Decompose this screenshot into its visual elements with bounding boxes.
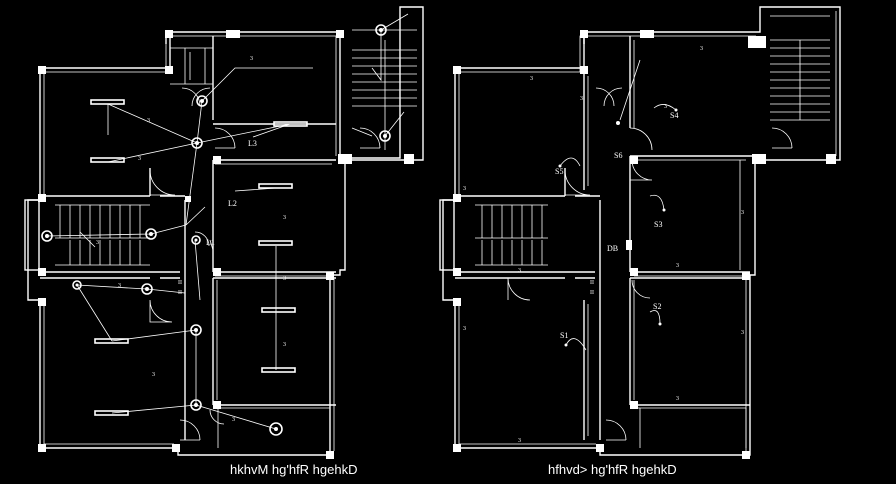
label-l1: L1: [206, 238, 215, 247]
lighting-plan: L3 L2 L1 II II 3 3 3 3 3 3 3 3 3 3 hkhvM…: [24, 6, 424, 477]
label-s1: S1: [560, 331, 568, 340]
label-s5: S5: [555, 167, 563, 176]
wire-count-3: 3: [118, 283, 121, 289]
wire-count-3: 3: [283, 276, 286, 282]
power-plan-switches: [558, 59, 678, 351]
label-ii-lower: II: [178, 290, 182, 296]
wire-count-3: 3: [152, 372, 155, 378]
power-plan-labels: S1 S2 S3 S4 S5 S6 DB II II 3 3 3 3 3 3 3…: [463, 46, 744, 444]
wire-count-3: 3: [664, 104, 667, 110]
label-l3: L3: [248, 139, 257, 148]
wire-count-3: 3: [232, 417, 235, 423]
wire-count-3: 3: [138, 156, 141, 162]
power-plan-columns: [453, 30, 836, 459]
wire-count-3: 3: [700, 46, 703, 52]
wire-count-3: 3: [676, 396, 679, 402]
label-s6: S6: [614, 151, 622, 160]
wire-count-3: 3: [676, 263, 679, 269]
wire-count-3: 3: [283, 215, 286, 221]
wire-count-3: 3: [518, 268, 521, 274]
wire-count-3: 3: [580, 96, 583, 102]
wire-count-3: 3: [96, 240, 99, 246]
label-ii-lower: II: [590, 290, 594, 296]
wire-count-3: 3: [530, 76, 533, 82]
label-ii-upper: II: [178, 280, 182, 286]
label-l2: L2: [228, 199, 237, 208]
lighting-plan-title: hkhvM hg'hfR hgehkD: [230, 462, 358, 477]
label-ii-upper: II: [590, 280, 594, 286]
power-plan-title: hfhvd> hg'hfR hgehkD: [548, 462, 677, 477]
wire-count-3: 3: [741, 210, 744, 216]
lighting-plan-columns: [38, 30, 414, 459]
wire-count-3: 3: [518, 438, 521, 444]
label-s2: S2: [653, 302, 661, 311]
wire-count-3: 3: [147, 118, 150, 124]
label-s3: S3: [654, 220, 662, 229]
lighting-plan-walls: [24, 6, 424, 456]
lighting-plan-labels: L3 L2 L1 II II 3 3 3 3 3 3 3 3 3 3: [96, 56, 286, 423]
wire-count-3: 3: [741, 330, 744, 336]
power-plan-walls: [439, 6, 841, 456]
wire-count-3: 3: [250, 56, 253, 62]
wire-count-3: 3: [283, 342, 286, 348]
wire-count-3: 3: [463, 186, 466, 192]
label-db: DB: [607, 244, 618, 253]
lighting-plan-wiring: [46, 13, 409, 430]
label-s4: S4: [670, 111, 678, 120]
wire-count-3: 3: [463, 326, 466, 332]
power-plan: S1 S2 S3 S4 S5 S6 DB II II 3 3 3 3 3 3 3…: [439, 6, 841, 477]
